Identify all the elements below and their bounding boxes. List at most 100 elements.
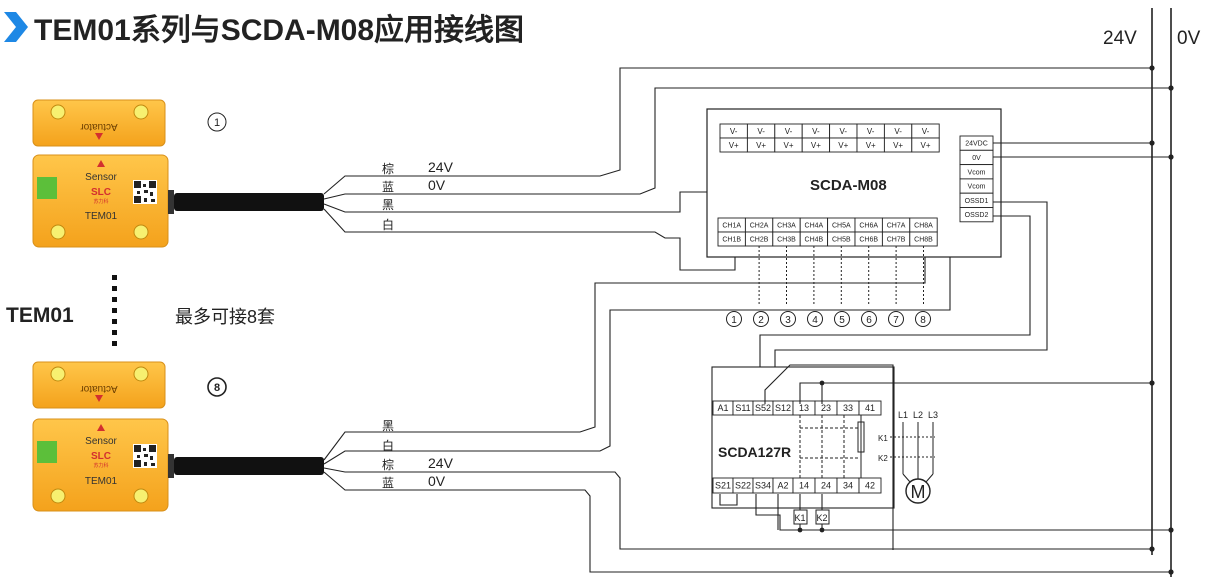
svg-text:CH6A: CH6A	[859, 223, 878, 230]
relay-terminal-bottom: 42	[858, 477, 882, 494]
svg-text:CH8B: CH8B	[914, 237, 933, 244]
svg-text:Vcom: Vcom	[968, 169, 986, 176]
title-chevron-icon	[4, 12, 28, 42]
svg-text:S52: S52	[755, 403, 771, 413]
svg-text:CH2B: CH2B	[750, 237, 769, 244]
terminal-v-minus: V-	[746, 123, 776, 139]
dotted-separator	[112, 275, 117, 346]
svg-text:SLC: SLC	[91, 187, 111, 198]
svg-text:4: 4	[812, 315, 818, 326]
relay-terminal-top: 23	[814, 400, 838, 416]
relay-terminal-top: S52	[752, 400, 774, 416]
relay-name: SCDA127R	[718, 444, 791, 460]
svg-text:CH7A: CH7A	[887, 223, 906, 230]
svg-text:2: 2	[758, 315, 764, 326]
terminal-ch-b: CH6B	[854, 231, 883, 247]
svg-text:K2: K2	[816, 513, 827, 523]
relay-coils: K1 K2	[793, 509, 830, 525]
terminal-ossd2: OSSD2	[959, 207, 994, 223]
terminal-ch-a: CH1A	[717, 217, 746, 233]
svg-text:V+: V+	[729, 141, 739, 150]
svg-text:42: 42	[865, 481, 875, 491]
svg-text:CH3B: CH3B	[777, 237, 796, 244]
sensor-index-bottom: 8	[214, 382, 220, 394]
svg-text:TEM01: TEM01	[85, 476, 118, 487]
svg-text:V-: V-	[785, 127, 793, 136]
relay-terminal-top: S12	[772, 400, 794, 416]
wire-color-black-top: 黑	[382, 198, 394, 212]
svg-text:CH3A: CH3A	[777, 223, 796, 230]
terminal-ch-b: CH5B	[827, 231, 856, 247]
svg-text:V-: V-	[867, 127, 875, 136]
svg-text:CH1A: CH1A	[722, 223, 741, 230]
terminal-ch-b: CH2B	[744, 231, 774, 247]
svg-text:V+: V+	[756, 141, 766, 150]
terminal-ch-a: CH2A	[744, 217, 774, 233]
svg-text:14: 14	[799, 481, 809, 491]
svg-text:SLC: SLC	[91, 451, 111, 462]
sensor-top: Sensor SLC 苏力科 TEM01	[32, 154, 169, 248]
svg-text:V+: V+	[866, 141, 876, 150]
svg-text:V-: V-	[812, 127, 820, 136]
svg-text:L2: L2	[913, 410, 923, 420]
cable-top	[174, 193, 324, 211]
rail-24v-label: 24V	[1103, 28, 1137, 49]
terminal-0v: 0V	[959, 149, 994, 166]
terminal-v-minus: V-	[801, 123, 831, 139]
actuator-top: Actuator	[32, 99, 166, 147]
svg-text:3: 3	[785, 315, 791, 326]
qr-code-icon	[133, 180, 157, 204]
svg-text:CH5B: CH5B	[832, 237, 851, 244]
channel-number: 5	[834, 311, 850, 327]
svg-text:V+: V+	[920, 141, 930, 150]
rail-0v-label: 0V	[1177, 28, 1201, 49]
terminal-ch-a: CH3A	[772, 217, 801, 233]
wire-color-brown-top: 棕	[382, 161, 394, 176]
svg-text:苏力科: 苏力科	[93, 462, 108, 469]
svg-text:CH8A: CH8A	[914, 223, 933, 230]
svg-text:1: 1	[731, 315, 737, 326]
channel-number: 3	[780, 311, 796, 327]
relay-terminal-top: 13	[792, 400, 816, 416]
actuator-bottom: Actuator	[32, 361, 166, 409]
sensor-index-top: 1	[214, 117, 220, 129]
page-title: TEM01系列与SCDA-M08应用接线图	[34, 13, 524, 47]
svg-text:S21: S21	[715, 481, 731, 491]
svg-text:V+: V+	[811, 141, 821, 150]
svg-text:V+: V+	[893, 141, 903, 150]
terminal-v-plus: V+	[746, 137, 776, 153]
relay-terminal-bottom: 14	[792, 477, 816, 494]
svg-text:Actuator: Actuator	[80, 121, 118, 132]
svg-text:Sensor: Sensor	[85, 436, 117, 447]
svg-text:24: 24	[821, 481, 831, 491]
max-note: 最多可接8套	[175, 307, 275, 327]
svg-text:S11: S11	[735, 403, 750, 413]
svg-text:7: 7	[893, 315, 899, 326]
channel-number: 7	[888, 311, 904, 327]
terminal-ch-b: CH4B	[799, 231, 829, 247]
motor-icon: M	[911, 482, 926, 502]
terminal-v-plus: V+	[883, 137, 913, 153]
qr-code-icon	[133, 444, 157, 468]
wire-color-white-bottom: 白	[382, 438, 394, 453]
terminal-ch-a: CH6A	[854, 217, 883, 233]
terminal-ch-a: CH4A	[799, 217, 829, 233]
terminal-24vdc: 24VDC	[959, 135, 994, 151]
svg-text:Vcom: Vcom	[968, 184, 986, 191]
svg-text:A2: A2	[777, 481, 788, 491]
wire-color-white-top: 白	[382, 217, 394, 232]
relay-wiring	[719, 364, 1171, 550]
svg-text:23: 23	[821, 403, 831, 413]
svg-text:K2: K2	[878, 454, 888, 463]
group-label: TEM01	[6, 304, 74, 327]
terminal-v-minus: V-	[911, 123, 940, 139]
relay-terminal-bottom: 34	[836, 477, 860, 494]
terminal-v-minus: V-	[856, 123, 885, 139]
channel-number: 8	[915, 311, 931, 327]
svg-text:OSSD2: OSSD2	[965, 212, 989, 219]
svg-text:34: 34	[843, 481, 853, 491]
terminal-ossd1: OSSD1	[959, 192, 994, 208]
